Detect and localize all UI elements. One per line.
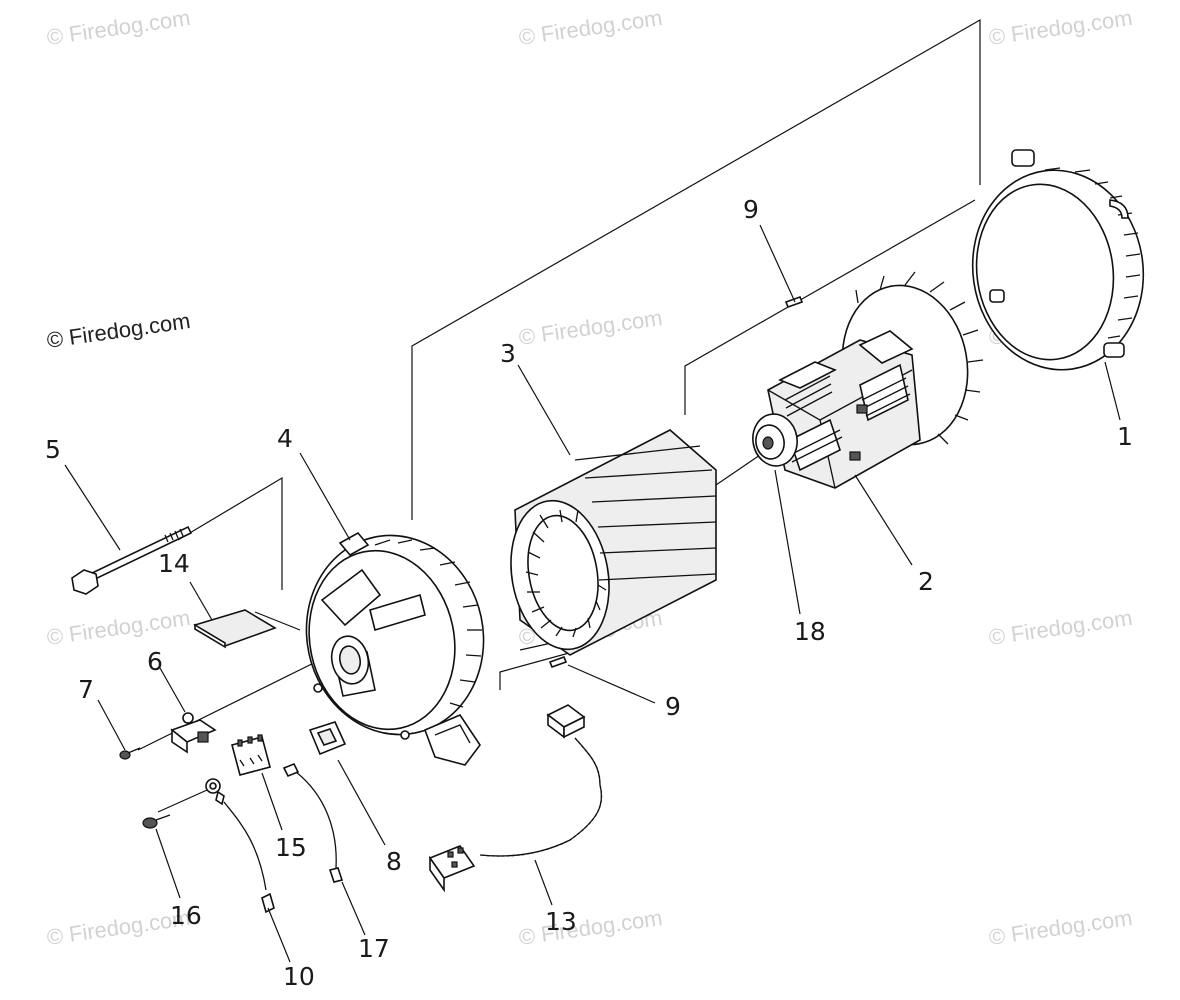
watermark: © Firedog.com — [45, 5, 192, 50]
callout-7: 7 — [78, 675, 94, 704]
watermark: © Firedog.com — [517, 305, 664, 350]
part-17-wire — [282, 762, 344, 883]
watermark: © Firedog.com — [45, 605, 192, 650]
callout-labels: 1 2 3 4 5 6 7 8 9 9 10 13 14 15 16 17 18 — [45, 195, 1133, 991]
watermark-main: © Firedog.com — [45, 308, 192, 353]
callout-2: 2 — [918, 567, 934, 596]
callout-18: 18 — [794, 617, 826, 646]
part-10-ground-wire — [205, 778, 275, 914]
part-5-through-bolt — [71, 525, 193, 595]
callout-1: 1 — [1117, 422, 1133, 451]
part-8-clip — [308, 721, 347, 756]
part-13-wire-harness — [428, 704, 603, 893]
callout-4: 4 — [277, 424, 293, 453]
watermark: © Firedog.com — [987, 5, 1134, 50]
watermark: © Firedog.com — [987, 905, 1134, 950]
callout-8: 8 — [386, 847, 402, 876]
callout-9-upper: 9 — [743, 195, 759, 224]
callout-13: 13 — [545, 907, 577, 936]
leader-lines — [64, 224, 1121, 963]
watermark: © Firedog.com — [517, 905, 664, 950]
part-16-screw — [142, 814, 171, 829]
callout-5: 5 — [45, 435, 61, 464]
part-9-pin-lower — [548, 655, 568, 669]
part-7-screw — [119, 747, 141, 760]
watermark: © Firedog.com — [517, 5, 664, 50]
callout-10: 10 — [283, 962, 315, 991]
part-3-stator — [510, 429, 717, 656]
part-15-terminal-block — [231, 734, 271, 776]
part-6-bracket — [170, 712, 217, 754]
callout-14: 14 — [158, 549, 190, 578]
part-9-pin-upper — [784, 295, 804, 309]
callout-16: 16 — [170, 901, 202, 930]
callout-15: 15 — [275, 833, 307, 862]
part-1-end-cover — [971, 149, 1145, 371]
callout-17: 17 — [358, 934, 390, 963]
watermark: © Firedog.com — [987, 605, 1134, 650]
part-2-rotor — [752, 271, 984, 489]
callout-3: 3 — [500, 339, 516, 368]
callout-6: 6 — [147, 647, 163, 676]
part-14-pad — [193, 609, 277, 649]
part-4-front-housing — [305, 531, 485, 766]
callout-9-lower: 9 — [665, 692, 681, 721]
